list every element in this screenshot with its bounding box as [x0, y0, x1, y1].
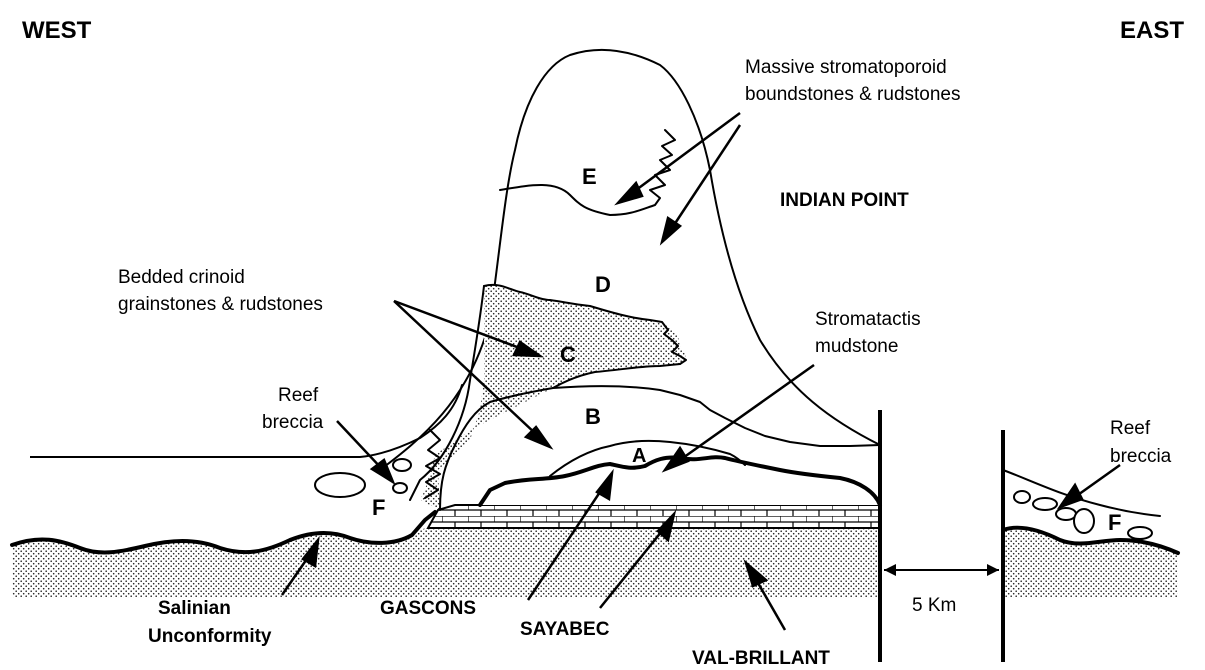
unit-c-west-edge: [410, 286, 484, 500]
indian-point-label: INDIAN POINT: [780, 190, 909, 211]
gascons-label: GASCONS: [380, 598, 476, 619]
breccia-clast: [1014, 491, 1030, 503]
reef-breccia-west-line1: Reef: [278, 385, 319, 406]
unit-f-east-label: F: [1108, 510, 1121, 535]
breccia-clast: [1074, 509, 1094, 533]
reef-breccia-east-line1: Reef: [1110, 418, 1151, 439]
sayabec-unit: [428, 505, 880, 528]
bedded-annotation-line2: grainstones & rudstones: [118, 294, 323, 315]
unit-d-label: D: [595, 272, 611, 297]
unit-b-label: B: [585, 404, 601, 429]
breccia-clast: [1128, 527, 1152, 539]
reef-body-outline: [380, 50, 880, 470]
breccia-clast: [1033, 498, 1057, 510]
massive-annotation-line2: boundstones & rudstones: [745, 84, 961, 105]
reef-breccia-east-line2: breccia: [1110, 446, 1172, 467]
scale-label: 5 Km: [912, 595, 956, 616]
scale-arrow-right: [987, 564, 999, 576]
east-basement-unit: [1003, 528, 1178, 598]
east-label: EAST: [1120, 17, 1184, 44]
bedded-annotation-line1: Bedded crinoid: [118, 267, 245, 288]
stromatactis-annotation-line2: mudstone: [815, 336, 898, 357]
stromatactis-annotation-line1: Stromatactis: [815, 309, 921, 330]
massive-annotation-line1: Massive stromatoporoid: [745, 57, 947, 78]
salinian-label-line2: Unconformity: [148, 626, 272, 647]
breccia-clast: [1056, 508, 1076, 520]
reef-breccia-west-line2: breccia: [262, 412, 324, 433]
unit-a-label: A: [632, 445, 646, 467]
scale-arrow-left: [884, 564, 896, 576]
west-label: WEST: [22, 17, 92, 44]
salinian-label-line1: Salinian: [158, 598, 231, 619]
val-brillant-label: VAL-BRILLANT: [692, 648, 830, 669]
val-brillant-unit: [12, 528, 880, 598]
unit-e-label: E: [582, 164, 597, 189]
breccia-clast: [393, 459, 411, 471]
breccia-clast: [315, 473, 365, 497]
unit-f-west-label: F: [372, 495, 385, 520]
unit-c-label: C: [560, 342, 576, 367]
sayabec-label: SAYABEC: [520, 619, 610, 640]
